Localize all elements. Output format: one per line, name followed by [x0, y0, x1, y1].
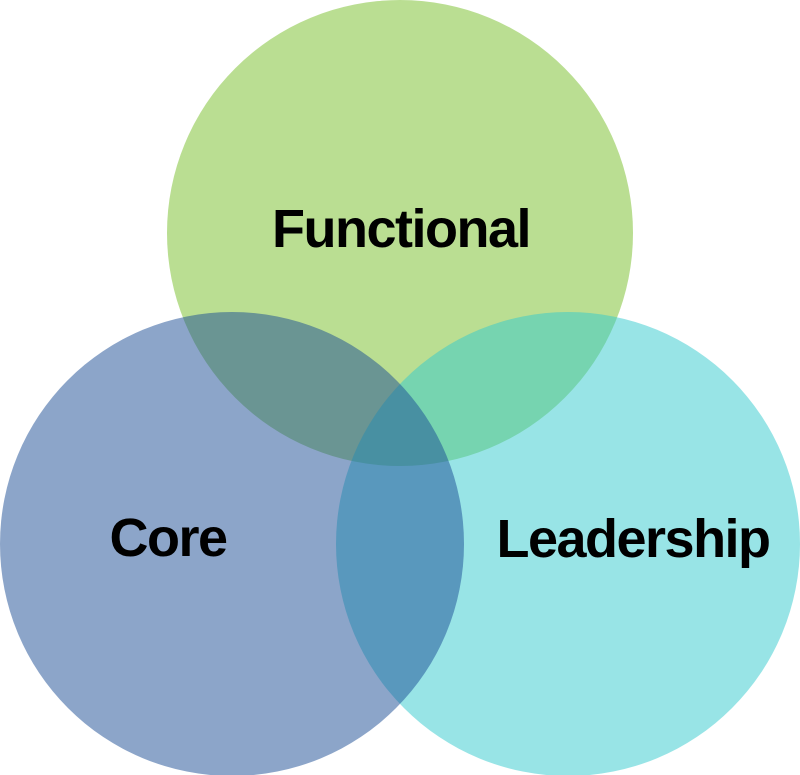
label-core: Core	[109, 508, 228, 568]
circle-core	[0, 312, 464, 775]
label-leadership: Leadership	[496, 509, 771, 569]
label-functional: Functional	[272, 199, 531, 259]
